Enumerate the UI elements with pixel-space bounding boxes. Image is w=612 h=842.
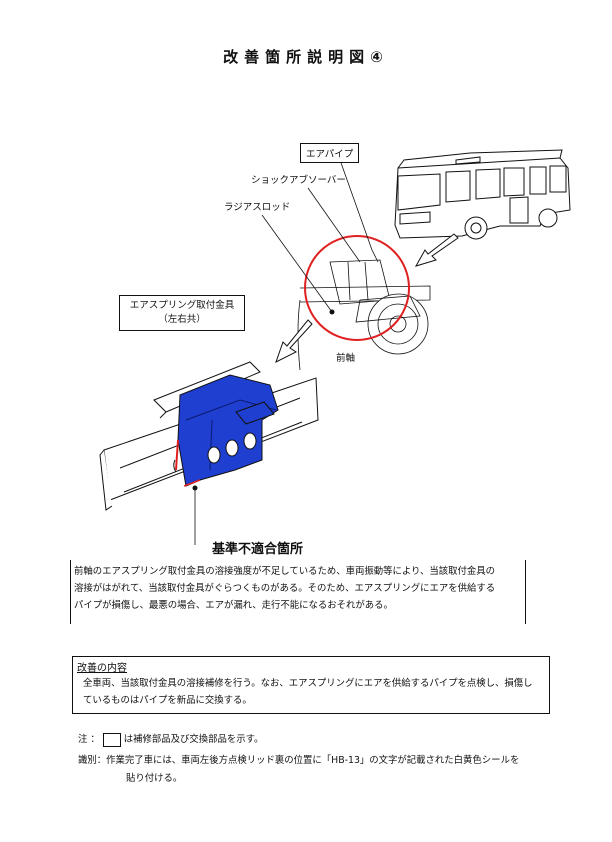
non-conforming-point xyxy=(192,485,198,491)
legend-box xyxy=(102,732,121,747)
pointer-arrow-2 xyxy=(275,319,313,363)
non-conforming-label: 基準不適合箇所 xyxy=(212,542,304,557)
leader-lines xyxy=(194,159,379,545)
bracket-label-line2: （左右共） xyxy=(158,314,206,325)
description-frame xyxy=(70,560,526,624)
note-prefix: 注 ： xyxy=(78,734,100,745)
highlight-circle xyxy=(304,235,410,341)
bracket-label-line1: エアスプリング取付金具 xyxy=(129,300,235,311)
improvement-box xyxy=(72,656,550,714)
front-axle-label: 前軸 xyxy=(336,353,356,364)
air-spring-bracket xyxy=(173,374,279,487)
air-spring-bracket-label: エアスプリング取付金具 （左右共） xyxy=(119,295,245,331)
improvement-text: 全車両、当該取付金具の溶接補修を行う。なお、エアスプリングにエアを供給するパイプ… xyxy=(83,678,533,706)
description-text: 前軸のエアスプリング取付金具の溶接強度が不足しているため、車両振動等により、当該… xyxy=(74,566,496,611)
pointer-arrow-1 xyxy=(414,233,459,267)
note-line: 注 ： は補修部品及び交換部品を示す。 xyxy=(78,731,263,747)
identification-text: 作業完了車には、車両左後方点検リッド裏の位置に「HB-13」の文字が記載された白… xyxy=(106,755,520,766)
identification-line-2: 貼り付ける。 xyxy=(126,773,183,784)
identification-line: 識別：作業完了車には、車両左後方点検リッド裏の位置に「HB-13」の文字が記載さ… xyxy=(78,752,519,766)
axle-detail xyxy=(297,259,431,371)
bus-illustration xyxy=(394,149,571,240)
air-pipe-label: エアパイプ xyxy=(300,143,360,163)
improvement-heading: 改善の内容 xyxy=(77,663,127,674)
shock-absorber-label: ショックアブソーバー xyxy=(251,175,346,186)
page-title: 改善箇所説明図④ xyxy=(223,48,389,66)
identification-prefix: 識別： xyxy=(78,755,107,766)
note-text: は補修部品及び交換部品を示す。 xyxy=(123,734,264,745)
radius-rod-label: ラジアスロッド xyxy=(224,202,291,213)
